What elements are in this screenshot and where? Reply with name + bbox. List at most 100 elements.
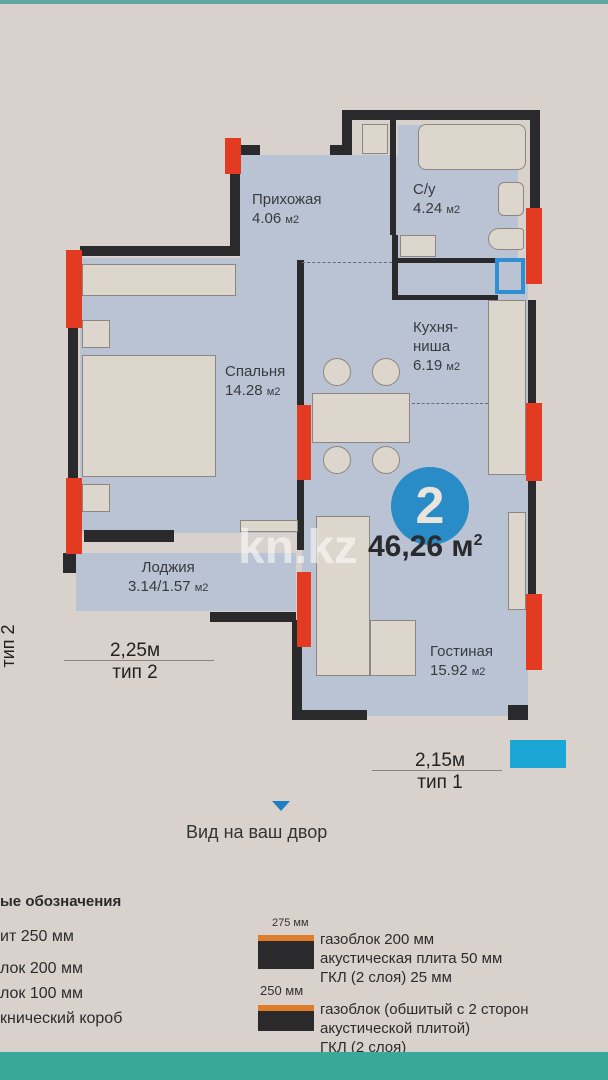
wall	[240, 145, 260, 155]
nightstand	[82, 320, 110, 348]
room-unit: м2	[446, 361, 461, 373]
wall	[342, 110, 540, 120]
tv-stand	[508, 512, 526, 610]
dimension-type: тип 2	[112, 662, 158, 683]
wall-description: газоблок (обшитый с 2 сторон акустическо…	[320, 1000, 529, 1057]
sofa-chaise	[370, 620, 416, 676]
bed	[82, 355, 216, 477]
watermark: kn.kz	[238, 521, 359, 574]
room-name: С/у	[413, 181, 436, 198]
room-area: 4.06	[252, 210, 282, 227]
window	[297, 405, 311, 480]
wall	[528, 480, 536, 595]
wall-thickness-label: 250 мм	[260, 983, 304, 998]
dimension-line	[372, 770, 502, 771]
room-name-line1: Кухня-	[413, 319, 459, 336]
room-label-living: Гостиная 15.92 м2	[430, 642, 493, 682]
toilet	[488, 228, 524, 250]
legend-item: лок 100 мм	[0, 985, 83, 1002]
wall-description-line: газоблок 200 мм	[320, 931, 435, 948]
wall	[528, 300, 536, 405]
wall-sample-icon	[258, 935, 314, 969]
wall	[330, 145, 352, 155]
wall	[210, 612, 296, 622]
dimension-line	[64, 660, 214, 661]
room-name: Прихожая	[252, 191, 322, 208]
chair	[323, 358, 351, 386]
dimension-type: тип 2	[0, 624, 18, 668]
room-name: Гостиная	[430, 643, 493, 660]
dining-table	[312, 393, 410, 443]
room-label-loggia: Лоджия 3.14/1.57 м2	[128, 558, 208, 598]
total-area-value: 46,26 м	[368, 530, 474, 563]
loggia-floor	[76, 553, 296, 611]
wall	[84, 530, 174, 542]
legend-item: лок 200 мм	[0, 960, 83, 977]
living-dimension: 2,15м тип 1	[395, 750, 485, 794]
background-strip-top	[0, 0, 608, 4]
room-unit: м2	[446, 204, 461, 216]
room-label-bathroom: С/у 4.24 м2	[413, 180, 460, 220]
room-label-hallway: Прихожая 4.06 м2	[252, 190, 322, 230]
wall	[508, 705, 528, 720]
room-area: 6.19	[413, 357, 443, 374]
wall	[530, 110, 540, 210]
dimension-width: 2,15м	[414, 750, 466, 771]
wall-description-line: газоблок (обшитый с 2 сторон	[320, 1001, 529, 1018]
wall	[80, 246, 240, 256]
dimension-width: 2,25м	[109, 640, 161, 661]
chair	[323, 446, 351, 474]
wall	[392, 235, 398, 300]
shelf	[362, 124, 388, 154]
legend-title: ые обозначения	[0, 893, 122, 910]
wall-description-line: акустическая плита 50 мм	[320, 950, 503, 967]
window	[66, 478, 82, 554]
window	[66, 250, 82, 328]
window	[526, 403, 542, 481]
wall	[398, 295, 498, 300]
room-name: Спальня	[225, 363, 286, 380]
room-name-line2: ниша	[413, 338, 451, 355]
wall-description-line: ГКЛ (2 слоя) 25 мм	[320, 969, 452, 986]
side-dimension: тип 2	[0, 616, 19, 676]
room-area: 3.14/1.57	[128, 578, 191, 595]
wardrobe	[82, 264, 236, 296]
background-strip-bottom	[0, 1052, 608, 1080]
hallway-floor	[240, 155, 398, 260]
sofa	[316, 516, 370, 676]
wall-thickness-label: 275 мм	[272, 917, 309, 929]
room-name: Лоджия	[141, 559, 195, 576]
wall-description-line: акустической плитой)	[320, 1020, 471, 1037]
apartment-number-badge: 2	[391, 467, 469, 545]
wall-description-line: ГКЛ (2 слоя)	[320, 1039, 407, 1056]
window	[526, 208, 542, 284]
dimension-type: тип 1	[417, 772, 463, 793]
room-label-bedroom: Спальня 14.28 м2	[225, 362, 285, 402]
window	[297, 572, 311, 647]
loggia-dimension: 2,25м тип 2	[80, 640, 190, 684]
legend-item: ит 250 мм	[0, 928, 74, 945]
view-arrow-icon	[272, 801, 290, 811]
wall	[63, 553, 76, 573]
zone-divider	[302, 262, 392, 263]
room-area: 14.28	[225, 382, 263, 399]
room-unit: м2	[266, 386, 281, 398]
bathtub	[418, 124, 526, 170]
wall	[230, 145, 240, 250]
wall	[390, 120, 396, 235]
sink	[498, 182, 524, 216]
wall-sample-icon	[258, 1005, 314, 1031]
room-unit: м2	[285, 214, 300, 226]
wall	[297, 260, 304, 410]
window	[225, 138, 241, 174]
washing-machine	[400, 235, 436, 257]
wall	[297, 455, 304, 550]
technical-box	[495, 258, 525, 294]
chair	[372, 358, 400, 386]
desk	[240, 520, 298, 532]
wall-description: газоблок 200 мм акустическая плита 50 мм…	[320, 930, 502, 987]
wall	[342, 110, 352, 155]
room-unit: м2	[194, 582, 209, 594]
window	[526, 594, 542, 670]
chair	[372, 446, 400, 474]
